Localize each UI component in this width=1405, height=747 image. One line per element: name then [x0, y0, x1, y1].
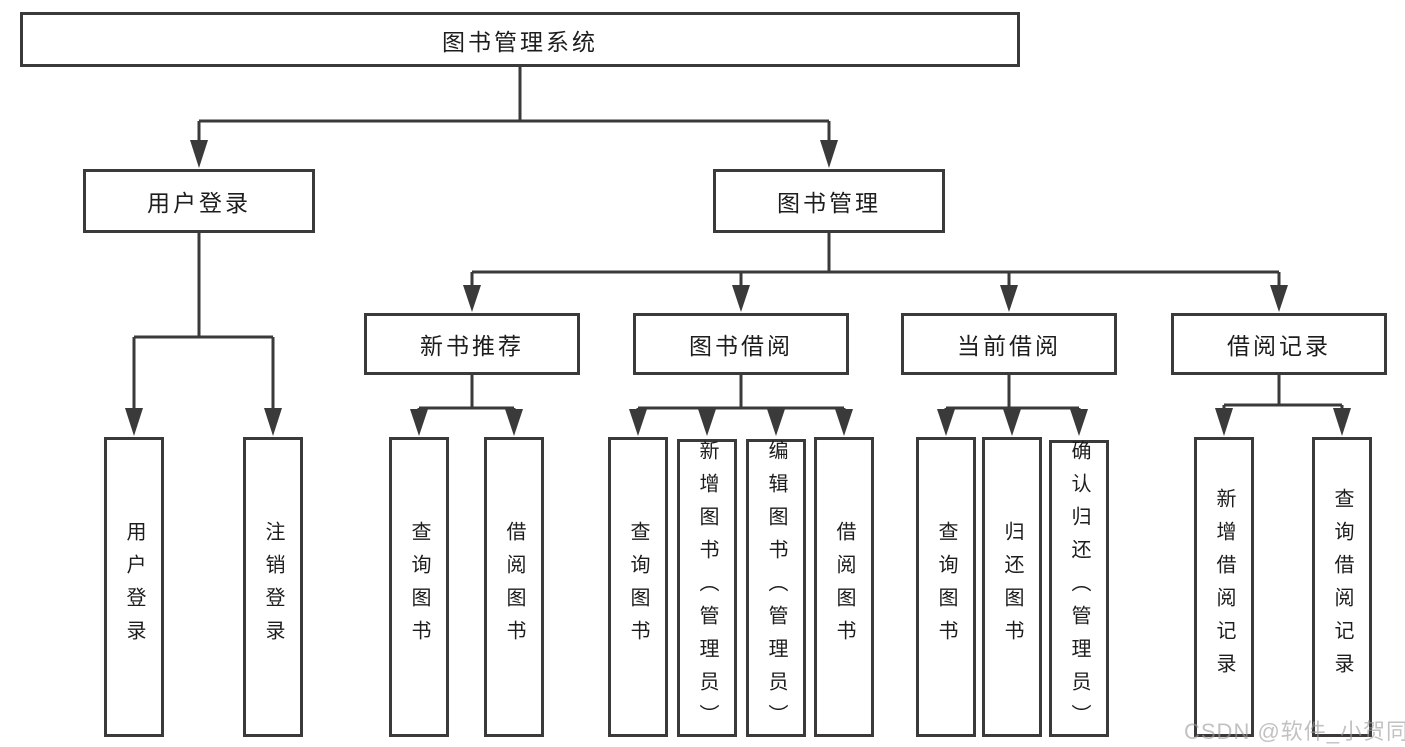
arrowhead-down-icon — [410, 409, 428, 436]
leaf-return-books: 归还图书 — [982, 437, 1042, 737]
leaf-add-book-admin: 新增图书（管理员） — [677, 439, 737, 737]
node-book-borrowing: 图书借阅 — [633, 313, 849, 375]
connector-user-login-to-children — [125, 233, 282, 436]
arrowhead-down-icon — [264, 408, 282, 436]
leaf-edit-book-admin-label: 编辑图书（管理员） — [765, 439, 787, 737]
leaf-query-books-3-label: 查询图书 — [935, 521, 957, 653]
arrowhead-down-icon — [732, 285, 750, 312]
node-new-book-recommend-label: 新书推荐 — [420, 333, 524, 359]
leaf-user-login-label: 用户登录 — [123, 521, 145, 653]
arrowhead-down-icon — [767, 409, 785, 436]
node-book-management-label: 图书管理 — [777, 190, 881, 216]
leaf-borrow-books-1-label: 借阅图书 — [503, 521, 525, 653]
node-borrowing-records-label: 借阅记录 — [1227, 333, 1331, 359]
arrowhead-down-icon — [125, 408, 143, 436]
leaf-logout-label: 注销登录 — [262, 521, 284, 653]
csdn-watermark: CSDN @软件_小贺同学 — [1184, 719, 1405, 744]
leaf-borrow-books-1: 借阅图书 — [484, 437, 544, 737]
connector-line — [197, 67, 831, 145]
leaf-confirm-return-admin: 确认归还（管理员） — [1049, 440, 1109, 737]
connector-line — [944, 375, 1081, 414]
arrowhead-down-icon — [190, 140, 208, 168]
connector-root-to-level2 — [190, 67, 838, 168]
arrowhead-down-icon — [698, 409, 716, 436]
node-borrowing-records: 借阅记录 — [1171, 313, 1387, 375]
node-user-login-label: 用户登录 — [147, 190, 251, 216]
leaf-borrow-books-2: 借阅图书 — [814, 437, 874, 737]
leaf-borrow-books-2-label: 借阅图书 — [833, 521, 855, 653]
leaf-confirm-return-admin-label: 确认归还（管理员） — [1068, 440, 1090, 737]
arrowhead-down-icon — [1070, 409, 1088, 436]
arrowhead-down-icon — [937, 409, 955, 436]
node-root-label: 图书管理系统 — [442, 28, 598, 55]
node-current-borrowing-label: 当前借阅 — [957, 333, 1061, 359]
arrowhead-down-icon — [1333, 408, 1351, 436]
connector-line — [1222, 375, 1344, 412]
connector-book-management-to-level3 — [463, 233, 1288, 312]
leaf-add-book-admin-label: 新增图书（管理员） — [696, 439, 718, 737]
leaf-query-borrow-record: 查询借阅记录 — [1312, 437, 1372, 737]
leaf-edit-book-admin: 编辑图书（管理员） — [746, 439, 806, 737]
arrowhead-down-icon — [1270, 285, 1288, 312]
leaf-query-borrow-record-label: 查询借阅记录 — [1331, 488, 1353, 686]
arrowhead-down-icon — [1215, 408, 1233, 436]
leaf-query-books-2-label: 查询图书 — [627, 521, 649, 653]
node-new-book-recommend: 新书推荐 — [364, 313, 580, 375]
node-root: 图书管理系统 — [20, 12, 1020, 67]
leaf-user-login: 用户登录 — [104, 437, 164, 737]
arrowhead-down-icon — [1000, 285, 1018, 312]
connector-line — [417, 375, 516, 414]
leaf-query-books-2: 查询图书 — [608, 437, 668, 737]
arrowhead-down-icon — [835, 409, 853, 436]
connector-new-book-recommend-to-children — [410, 375, 523, 436]
arrowhead-down-icon — [629, 409, 647, 436]
connector-book-borrowing-to-children — [629, 375, 853, 436]
arrowhead-down-icon — [820, 140, 838, 168]
node-book-management: 图书管理 — [713, 169, 945, 233]
arrowhead-down-icon — [463, 285, 481, 312]
leaf-query-books-1-label: 查询图书 — [408, 521, 430, 653]
leaf-query-books-3: 查询图书 — [916, 437, 976, 737]
connector-borrowing-records-to-children — [1215, 375, 1351, 436]
arrowhead-down-icon — [505, 409, 523, 436]
node-current-borrowing: 当前借阅 — [901, 313, 1117, 375]
node-user-login: 用户登录 — [83, 169, 315, 233]
leaf-query-books-1: 查询图书 — [389, 437, 449, 737]
arrowhead-down-icon — [1003, 409, 1021, 436]
leaf-logout: 注销登录 — [243, 437, 303, 737]
connector-line — [636, 375, 846, 414]
node-book-borrowing-label: 图书借阅 — [689, 333, 793, 359]
connector-line — [132, 233, 275, 413]
leaf-add-borrow-record: 新增借阅记录 — [1194, 437, 1254, 737]
leaf-return-books-label: 归还图书 — [1001, 521, 1023, 653]
connector-line — [470, 233, 1281, 290]
connector-current-borrowing-to-children — [937, 375, 1088, 436]
leaf-add-borrow-record-label: 新增借阅记录 — [1213, 488, 1235, 686]
